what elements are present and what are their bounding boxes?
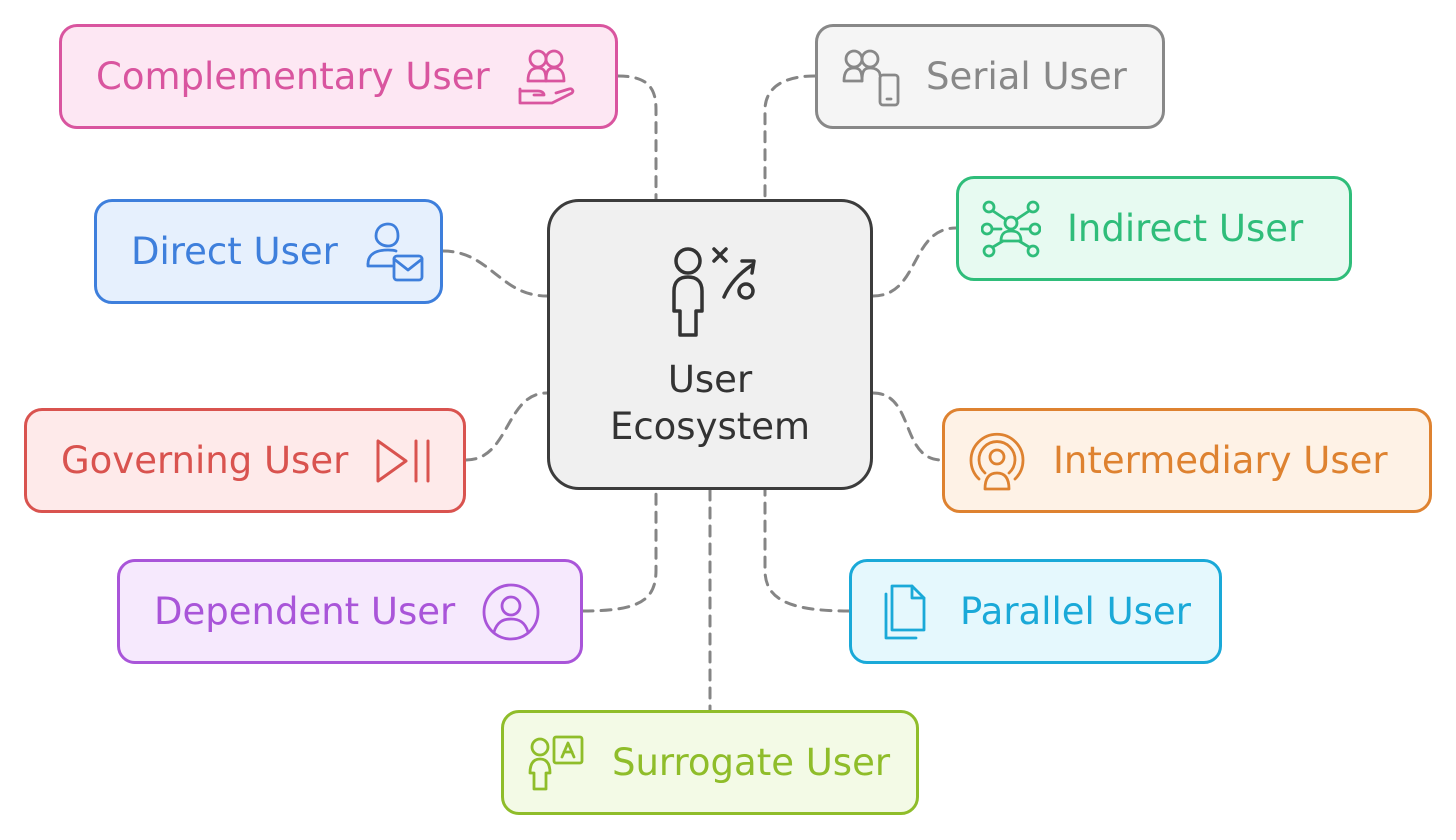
node-label: Surrogate User [612,741,891,784]
node-label: Intermediary User [1053,439,1388,482]
users-phone-icon [840,47,900,107]
node-serial-user[interactable]: Serial User [815,24,1165,129]
hub-label-line1: User [667,358,753,402]
hub-user-ecosystem: User Ecosystem [547,199,873,490]
node-label: Parallel User [960,590,1191,633]
node-intermediary-user[interactable]: Intermediary User [942,408,1432,513]
connector-dependent [581,488,658,613]
node-label: Serial User [926,55,1127,98]
node-direct-user[interactable]: Direct User [94,199,443,304]
node-label: Direct User [131,230,338,273]
broadcast-user-icon [967,431,1027,491]
user-translate-icon [526,733,586,793]
network-user-icon [981,199,1041,259]
users-hand-icon [516,47,576,107]
connector-governing [464,391,549,462]
connector-serial [763,74,817,201]
node-surrogate-user[interactable]: Surrogate User [501,710,919,815]
connector-parallel [763,488,851,613]
connector-indirect [871,226,958,298]
node-label: Dependent User [154,590,456,633]
user-strategy-icon [660,239,760,343]
node-label: Governing User [61,439,349,482]
node-label: Indirect User [1067,207,1304,250]
connector-complementary [616,74,658,201]
user-circle-icon [481,582,541,642]
play-pause-icon [374,431,434,491]
user-mail-icon [364,222,424,282]
node-parallel-user[interactable]: Parallel User [849,559,1222,664]
documents-icon [874,582,934,642]
hub-label-line2: Ecosystem [609,404,811,448]
node-dependent-user[interactable]: Dependent User [117,559,583,664]
connector-intermediary [871,391,944,462]
node-complementary-user[interactable]: Complementary User [59,24,618,129]
node-indirect-user[interactable]: Indirect User [956,176,1352,281]
node-governing-user[interactable]: Governing User [24,408,466,513]
connector-direct [441,249,549,298]
node-label: Complementary User [96,55,490,98]
